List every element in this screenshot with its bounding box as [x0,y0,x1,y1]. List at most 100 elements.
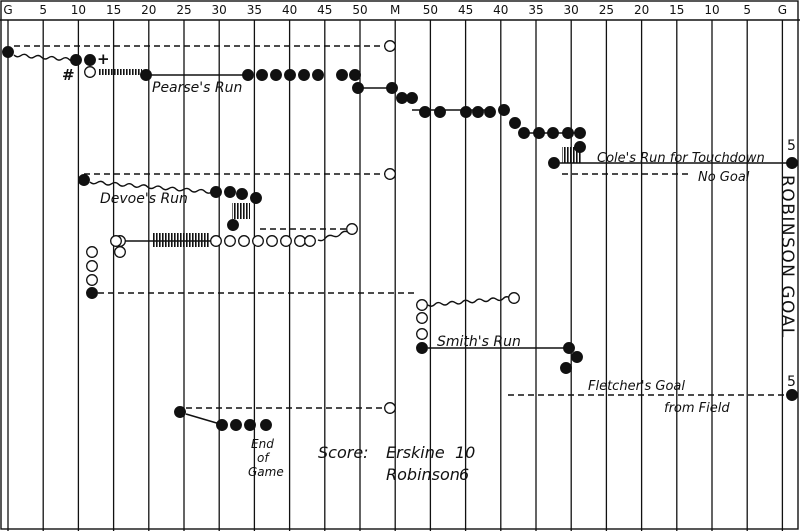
robinson-goal-label: ROBINSON GOAL [777,175,797,339]
yard-line-label: 45 [458,3,473,17]
score-team1: Erskine [386,443,445,462]
erskine-play-dot [548,157,560,169]
yard-line-label: 20 [634,3,649,17]
side-score-2: 5 [787,374,796,390]
erskine-play-dot [472,106,484,118]
pearses-run-label: Pearse's Run [152,80,242,96]
robinson-play-dot [84,66,96,78]
robinson-play-dot [86,260,98,272]
erskine-play-dot [533,127,545,139]
erskine-play-dot [260,419,272,431]
yard-line-label: 35 [528,3,543,17]
yard-line-label: 10 [71,3,86,17]
end-of-game-label-3: Game [248,465,284,479]
devoes-run-label: Devoe's Run [100,191,188,207]
hash-marker: # [62,66,75,84]
erskine-play-dot [230,419,242,431]
robinson-play-dot [224,235,236,247]
smiths-run-label: Smith's Run [437,334,521,350]
robinson-play-dot [114,246,126,258]
robinson-play-dot [384,168,396,180]
robinson-play-dot [86,246,98,258]
no-goal-label: No Goal [698,170,750,185]
erskine-play-dot [419,106,431,118]
penalty-mark-3 [232,203,250,219]
play-markers [2,40,798,431]
side-score-1: 5 [787,138,796,154]
score-label: Score: [318,443,369,462]
fletchers-goal-label: Fletcher's Goal [588,379,685,394]
yard-line-label: 30 [212,3,227,17]
erskine-play-dot [509,117,521,129]
kickoff-catch-dot [384,40,396,52]
yard-line-label: G [778,3,787,17]
erskine-play-dot [86,287,98,299]
robinson-play-dot [508,292,520,304]
erskine-play-dot [460,106,472,118]
yard-line-label: M [390,3,400,17]
erskine-play-dot [242,69,254,81]
robinson-play-dot [416,299,428,311]
robinson-play-dot [210,235,222,247]
robinson-play-dot [294,235,306,247]
erskine-play-dot [574,141,586,153]
erskine-play-dot [396,92,408,104]
robinson-play-dot [416,328,428,340]
yard-line-label: 50 [423,3,438,17]
score-value2: 6 [459,465,469,484]
yard-line-label: 40 [282,3,297,17]
erskine-play-dot [174,406,186,418]
penalty-mark [98,69,142,75]
robinson-play-dot [252,235,264,247]
yard-line-label: 10 [704,3,719,17]
play-line [185,413,221,425]
erskine-play-dot [574,127,586,139]
erskine-play-dot [571,351,583,363]
robinson-play-dot [238,235,250,247]
coles-run-label: Cole's Run for Touchdown [597,151,765,166]
erskine-play-dot [386,82,398,94]
yard-line-label: 5 [39,3,47,17]
robinson-play-dot [86,274,98,286]
erskine-play-dot [236,188,248,200]
yard-line-label: 15 [669,3,684,17]
yard-line-label: 50 [352,3,367,17]
erskine-play-dot [256,69,268,81]
robinson-play-dot [346,223,358,235]
erskine-play-dot [560,362,572,374]
erskine-play-dot [210,186,222,198]
devoes-run-path [89,180,213,194]
plus-marker: + [97,50,110,68]
fumble-path [317,230,349,242]
robinson-play-dot [416,312,428,324]
score-value1: 10 [455,443,475,462]
end-of-game-label-2: of [257,451,270,465]
erskine-play-dot [216,419,228,431]
erskine-play-dot [562,127,574,139]
yard-line-label: 35 [247,3,262,17]
erskine-play-dot [244,419,256,431]
erskine-play-dot [84,54,96,66]
return-path [427,296,511,307]
erskine-play-dot [312,69,324,81]
erskine-play-dot [518,127,530,139]
yard-line-label: 25 [176,3,191,17]
kickoff-dot [2,46,14,58]
erskine-play-dot [416,342,428,354]
penalty-mark-4 [152,233,210,247]
erskine-play-dot [434,106,446,118]
robinson-play-dot [384,402,396,414]
erskine-play-dot [349,69,361,81]
erskine-play-dot [298,69,310,81]
yard-line-label: 30 [564,3,579,17]
score-team2: Robinson [386,465,460,484]
erskine-play-dot [547,127,559,139]
erskine-play-dot [140,69,152,81]
from-field-label: from Field [664,401,730,416]
yard-line-label: 25 [599,3,614,17]
erskine-play-dot [498,104,510,116]
erskine-play-dot [336,69,348,81]
